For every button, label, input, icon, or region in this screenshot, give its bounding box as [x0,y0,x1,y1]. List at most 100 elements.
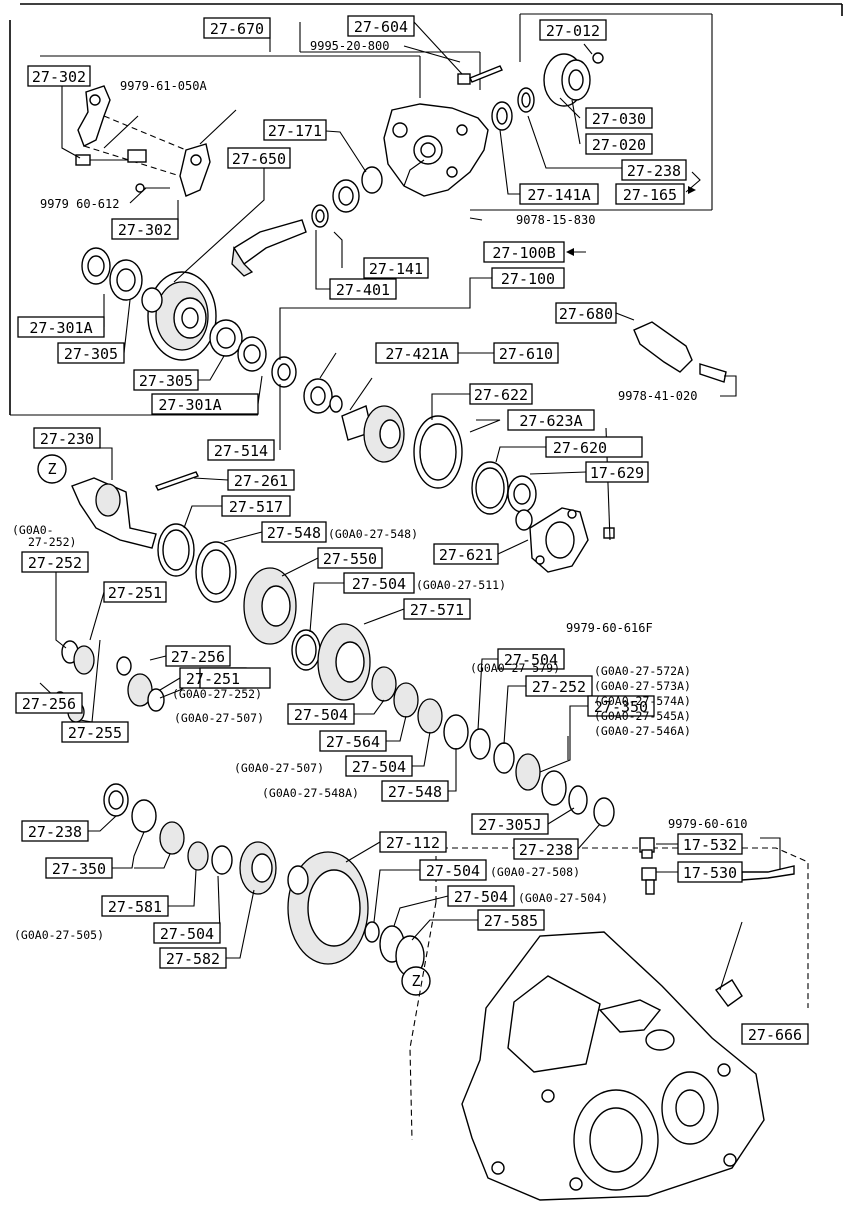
bearing-27-305-left [109,259,143,301]
note-9979-60-610: 9979-60-610 [668,817,747,831]
transaxle-housing [409,847,809,1201]
label-27-238-lower-right: 27-238 [519,841,573,859]
gear-27-571 [317,623,371,701]
note-g0a0-27-508: (G0A0-27-508) [490,865,580,879]
note-g0a0-27-548: (G0A0-27-548) [328,527,418,541]
gasket-27-622 [413,415,463,489]
bearing-27-421a [303,378,343,414]
transaxle-case-cover [383,103,489,197]
label-27-251-lower: 27-251 [186,670,240,688]
bearing-housing-27-621 [529,507,615,573]
gear-27-550 [243,567,297,645]
label-27-251-upper: 27-251 [108,584,162,602]
label-17-629: 17-629 [590,464,644,482]
label-27-581: 27-581 [108,898,162,916]
label-27-230: 27-230 [40,430,94,448]
label-27-504-g508: 27-504 [426,862,480,880]
label-27-621: 27-621 [439,546,493,564]
note-g0a0-27-572a: (G0A0-27-572A) [594,664,691,678]
label-27-680: 27-680 [559,305,613,323]
label-27-165: 27-165 [623,186,677,204]
label-27-620: 27-620 [553,439,607,457]
note-g0a0-27-505: (G0A0-27-505) [14,928,104,942]
note-g0a0-27-507-b: (G0A0-27-507) [234,761,324,775]
label-27-112: 27-112 [386,834,440,852]
label-27-582: 27-582 [166,950,220,968]
ring-gear-27-112 [287,851,369,965]
label-27-100: 27-100 [501,270,555,288]
note-9979-60-612: 9979 60-612 [40,197,119,211]
note-g0a0-252-top: (G0A0- [12,523,54,537]
label-27-255: 27-255 [68,724,122,742]
bolt-27-604 [457,65,503,85]
label-27-550: 27-550 [323,550,377,568]
bearing-27-305-right [209,319,243,357]
label-27-548-lower: 27-548 [388,783,442,801]
note-9978-41-020: 9978-41-020 [618,389,697,403]
ring-27-517 [157,523,195,577]
label-27-504-right: 27-504 [504,651,558,669]
label-27-514: 27-514 [214,442,268,460]
label-27-252-left: 27-252 [28,554,82,572]
label-27-548-upper: 27-548 [267,524,321,542]
label-27-401: 27-401 [336,281,390,299]
arrow-27-165 [688,186,696,194]
label-27-666: 27-666 [748,1026,802,1044]
z-marker-label-bottom: Z [411,972,420,990]
note-g0a0-27-511: (G0A0-27-511) [416,578,506,592]
bearing-27-171 [332,166,383,213]
label-27-650: 27-650 [232,150,286,168]
label-27-670: 27-670 [210,20,264,38]
bracket-27-680 [633,321,727,383]
label-27-517: 27-517 [229,498,283,516]
note-9979-61-050a: 9979-61-050A [120,79,207,93]
label-27-305j: 27-305J [478,816,541,834]
label-27-301a-left: 27-301A [29,319,92,337]
label-27-256-lower: 27-256 [22,695,76,713]
note-g0a0-27-504: (G0A0-27-504) [518,891,608,905]
seal-27-301a-left [81,247,111,285]
note-g0a0-27-574a: (G0A0-27-574A) [594,694,691,708]
label-27-302-mid: 27-302 [118,221,172,239]
shift-fork-bracket [75,85,211,197]
leader-lines [39,21,781,991]
arrow-27-100b [566,248,586,256]
label-27-504-g505: 27-504 [160,925,214,943]
label-27-610: 27-610 [499,345,553,363]
label-27-350-upper: 27-350 [594,698,648,716]
note-g0a0-27-252: (G0A0-27-252) [172,687,262,701]
label-27-012: 27-012 [546,22,600,40]
ring-gear-27-650 [141,271,217,361]
note-g0a0-27-545a: (G0A0-27-545A) [594,709,691,723]
label-27-261: 27-261 [234,472,288,490]
label-27-604: 27-604 [354,18,408,36]
snap-ring-27-401 [311,204,329,228]
ring-27-620 [471,461,509,515]
label-27-301a: 27-301A [158,396,221,414]
label-27-504-mid: 27-504 [294,706,348,724]
ring-27-548-upper [195,541,237,603]
label-27-302-top: 27-302 [32,68,86,86]
label-17-532: 17-532 [683,836,737,854]
label-27-030: 27-030 [592,110,646,128]
seal-27-514 [271,356,297,388]
label-27-571: 27-571 [410,601,464,619]
label-27-504-upper: 27-504 [352,575,406,593]
flange-27-012 [543,52,604,107]
label-27-256-upper: 27-256 [171,648,225,666]
label-27-020: 27-020 [592,136,646,154]
label-27-504-low: 27-504 [352,758,406,776]
drive-gear-27-610 [341,405,405,463]
note-g0a0-27-507-a: (G0A0-27-507) [174,711,264,725]
label-27-564: 27-564 [326,733,380,751]
label-17-530: 17-530 [683,864,737,882]
z-reference-markers [37,454,431,996]
note-9979-60-616f: 9979-60-616F [566,621,653,635]
drive-pinion-shaft [231,219,307,277]
label-27-100b: 27-100B [492,244,555,262]
note-9078-15-830: 9078-15-830 [516,213,595,227]
label-27-238-top: 27-238 [627,162,681,180]
pin-27-261 [155,471,199,491]
label-27-141a: 27-141A [527,186,590,204]
